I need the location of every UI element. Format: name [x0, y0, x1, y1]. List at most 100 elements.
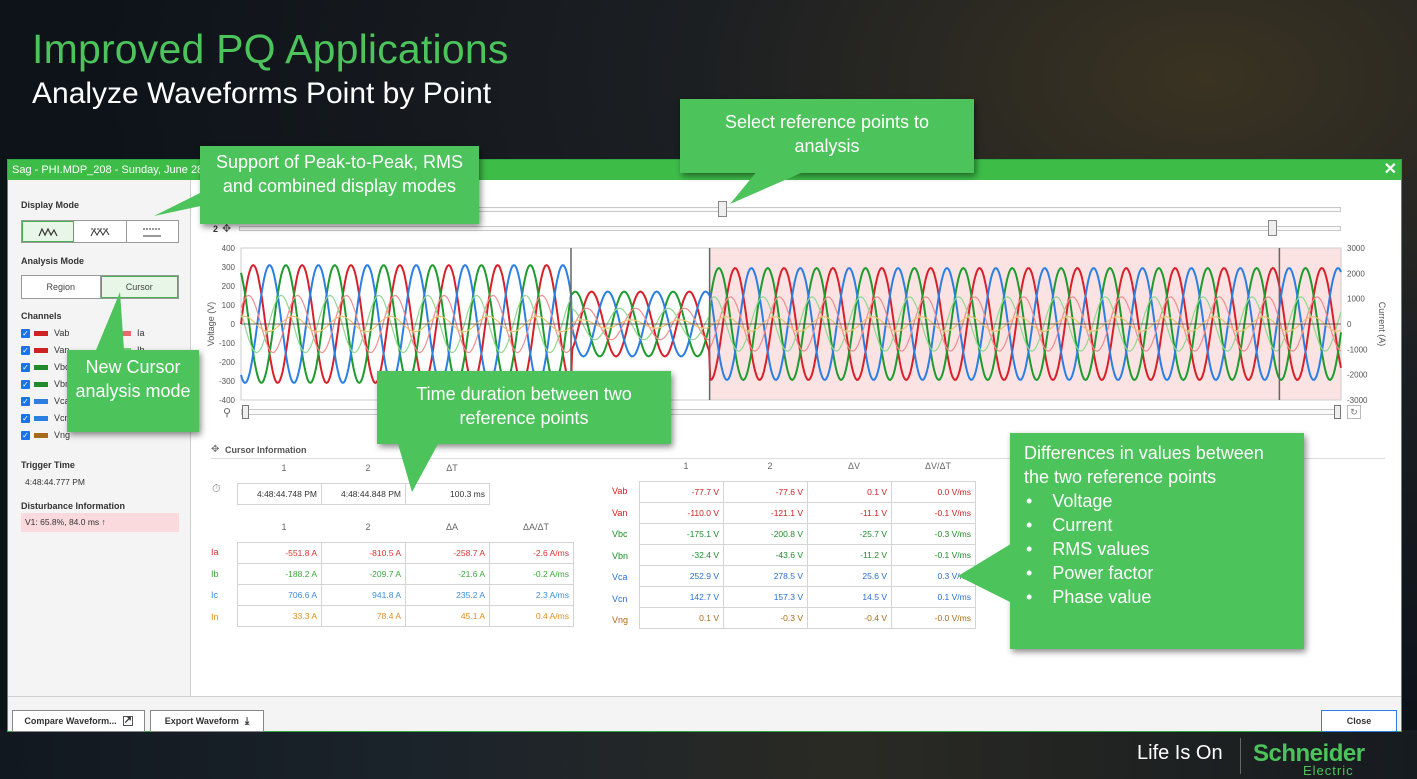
- table-cell: 157.3 V: [723, 586, 808, 608]
- series-line-in: [240, 315, 1342, 333]
- table-cell: 25.6 V: [807, 565, 892, 587]
- column-header: ΔV: [847, 461, 860, 471]
- table-cell: 706.6 A: [237, 584, 322, 606]
- trigger-time-value: 4:48:44.777 PM: [25, 477, 86, 487]
- column-header: 1: [683, 461, 689, 471]
- channel-vbc[interactable]: ✓Vbc: [21, 362, 70, 372]
- combined-mode-button[interactable]: [127, 221, 178, 242]
- difference-item-label: Voltage: [1052, 491, 1113, 511]
- export-waveform-label: Export Waveform: [164, 716, 239, 726]
- row-label: Van: [612, 507, 628, 518]
- channels-label: Channels: [21, 311, 62, 321]
- window-title: Sag - PHI.MDP_208 - Sunday, June 28,: [12, 164, 207, 176]
- table-cell: -0.3 V: [723, 607, 808, 629]
- checkbox-icon[interactable]: ✓: [21, 396, 30, 406]
- peak-to-peak-mode-button[interactable]: [22, 221, 75, 242]
- table-cell: -258.7 A: [405, 542, 490, 564]
- checkbox-icon[interactable]: ✓: [21, 430, 30, 440]
- close-button[interactable]: Close: [1321, 710, 1397, 732]
- combined-wave-icon: [143, 228, 162, 236]
- waveform-chart[interactable]: 4003002001000-100-200-300-40030002000100…: [191, 238, 1397, 413]
- channel-label: Vca: [54, 396, 70, 406]
- callout-differences-pointer: [958, 542, 1014, 604]
- difference-item: • Current: [1024, 513, 1290, 537]
- row-label: Ib: [211, 568, 219, 579]
- channel-vbn[interactable]: ✓ Vbn: [21, 379, 70, 389]
- table-cell: 100.3 ms: [405, 483, 490, 505]
- channel-van[interactable]: ✓Van: [21, 345, 69, 355]
- channel-vca[interactable]: ✓ Vca: [21, 396, 70, 406]
- row-label: Vab: [612, 486, 628, 496]
- checkbox-icon[interactable]: ✓: [21, 345, 30, 355]
- y2-axis-label: Current (A): [1377, 302, 1387, 347]
- cursor-1-slider-handle[interactable]: [718, 201, 727, 217]
- disturbance-info-label: Disturbance Information: [21, 501, 126, 511]
- zoom-slider-left-handle[interactable]: [242, 405, 249, 419]
- channel-vng[interactable]: ✓Vng: [21, 430, 70, 440]
- column-header: 1: [281, 463, 287, 473]
- table-cell: -11.1 V: [807, 502, 892, 524]
- difference-item: • Voltage: [1024, 489, 1290, 513]
- slide-title: Improved PQ Applications: [32, 26, 509, 72]
- row-label: Vca: [612, 572, 628, 582]
- channel-vcn[interactable]: ✓Vcn: [21, 413, 70, 423]
- zoom-slider-right-handle[interactable]: [1334, 405, 1341, 419]
- timer-icon: ⏱: [212, 483, 221, 495]
- slide-subtitle: Analyze Waveforms Point by Point: [32, 77, 492, 110]
- table-cell: -175.1 V: [639, 523, 724, 545]
- table-cell: -11.2 V: [807, 544, 892, 566]
- table-cell: -0.2 A/ms: [489, 563, 574, 585]
- analysis-mode-label: Analysis Mode: [21, 256, 85, 266]
- channel-vab[interactable]: ✓ Vab: [21, 328, 69, 338]
- table-cell: -110.0 V: [639, 502, 724, 524]
- rms-mode-button[interactable]: [74, 221, 127, 242]
- table-cell: -25.7 V: [807, 523, 892, 545]
- brand-tagline-text: Life Is: [1137, 742, 1196, 764]
- y-tick-label: -400: [219, 396, 236, 405]
- column-header: ΔT: [446, 463, 458, 473]
- checkbox-icon[interactable]: ✓: [21, 379, 30, 389]
- channel-color-swatch: [34, 381, 48, 387]
- close-icon[interactable]: ✕: [1383, 161, 1397, 178]
- region-mode-button[interactable]: Region: [22, 276, 101, 298]
- slide-footer-band: [0, 730, 1417, 779]
- y-tick-label: 400: [222, 244, 236, 253]
- brand-tagline-on: On: [1195, 742, 1223, 764]
- cursor-2-slider-handle[interactable]: [1268, 220, 1277, 236]
- table-cell: -209.7 A: [321, 563, 406, 585]
- checkbox-icon[interactable]: ✓: [21, 328, 30, 338]
- cursor-2-slider-track[interactable]: [239, 226, 1341, 231]
- y2-tick-label: 2000: [1347, 269, 1365, 278]
- y-tick-label: -100: [219, 339, 236, 348]
- close-button-label: Close: [1346, 716, 1372, 726]
- callout-reference-points: Select reference points to analysis: [680, 99, 974, 173]
- data-table: -551.8 A-810.5 A-258.7 A-2.6 A/ms-188.2 …: [237, 542, 574, 627]
- brand-logo-name: Schneider: [1253, 740, 1365, 767]
- table-cell: 235.2 A: [405, 584, 490, 606]
- cursor-info-divider: [211, 458, 1385, 459]
- difference-item: • Phase value: [1024, 585, 1290, 609]
- reset-zoom-icon[interactable]: ↻: [1347, 405, 1361, 419]
- move-cursor-icon: ✥: [222, 223, 232, 235]
- callout-time-duration: Time duration between two reference poin…: [377, 371, 671, 444]
- y2-tick-label: -3000: [1347, 396, 1368, 405]
- channel-label: Vbn: [54, 379, 71, 389]
- channel-color-swatch: [34, 364, 48, 370]
- checkbox-icon[interactable]: ✓: [21, 413, 30, 423]
- zoom-icon: ⚲: [223, 407, 232, 419]
- column-header: ΔA/ΔT: [522, 522, 550, 532]
- row-label: Vbc: [612, 529, 628, 539]
- export-waveform-button[interactable]: Export Waveform⤓: [150, 710, 264, 732]
- checkbox-icon[interactable]: ✓: [21, 362, 30, 372]
- table-cell: 2.3 A/ms: [489, 584, 574, 606]
- rms-wave-icon: [90, 228, 110, 236]
- y-tick-label: -200: [219, 358, 236, 367]
- compare-waveform-button[interactable]: Compare Waveform...↗: [12, 710, 145, 732]
- channel-color-swatch: [34, 398, 48, 404]
- channel-label: Vab: [54, 328, 70, 338]
- channel-color-swatch: [34, 432, 48, 438]
